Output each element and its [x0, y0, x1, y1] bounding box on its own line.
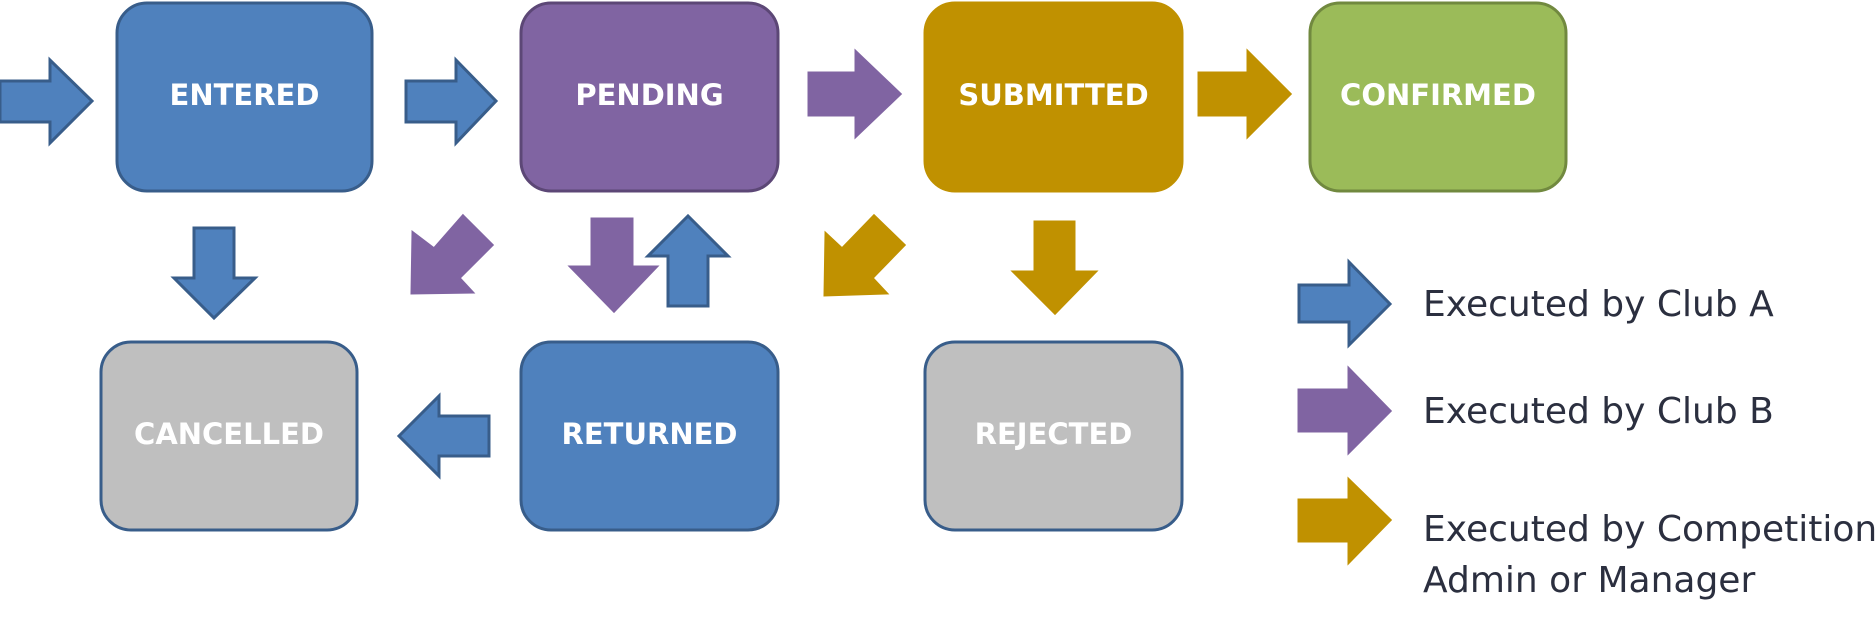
state-rejected-label: REJECTED	[975, 417, 1133, 451]
arrow-pending-to-submitted-icon	[807, 48, 903, 140]
arrow-submitted-to-returned-icon	[823, 213, 907, 297]
arrow-entered-to-cancelled-icon	[170, 226, 259, 321]
state-rejected: REJECTED	[923, 340, 1184, 532]
legend: Executed by Club A Executed by Club B Ex…	[1297, 258, 1875, 601]
state-pending-label: PENDING	[575, 78, 723, 112]
state-returned: RETURNED	[519, 340, 780, 532]
legend-item-club-b: Executed by Club B	[1297, 365, 1774, 456]
state-submitted: SUBMITTED	[923, 1, 1184, 193]
arrow-pending-to-returned-icon	[567, 217, 660, 314]
arrow-into-entered-icon	[0, 56, 95, 147]
legend-label-club-b: Executed by Club B	[1423, 391, 1774, 432]
arrow-submitted-to-confirmed-icon	[1197, 48, 1293, 140]
arrow-returned-to-pending-icon	[644, 213, 732, 308]
right-arrow-icon	[1297, 365, 1393, 456]
arrow-submitted-to-rejected-icon	[1010, 220, 1099, 316]
right-arrow-icon	[1297, 258, 1393, 349]
state-entered-label: ENTERED	[170, 78, 320, 112]
legend-label-club-a: Executed by Club A	[1423, 284, 1774, 325]
state-confirmed-label: CONFIRMED	[1340, 78, 1536, 112]
state-entered: ENTERED	[115, 1, 374, 193]
state-returned-label: RETURNED	[562, 417, 738, 451]
legend-label-admin-line2: Admin or Manager	[1423, 560, 1755, 601]
right-arrow-icon	[1297, 476, 1393, 566]
state-cancelled-label: CANCELLED	[134, 417, 324, 451]
legend-label-admin-line1: Executed by Competition	[1423, 509, 1875, 550]
state-cancelled: CANCELLED	[99, 340, 359, 532]
arrow-pending-to-cancelled-icon	[410, 213, 495, 295]
arrow-returned-to-cancelled-icon	[396, 392, 491, 480]
legend-item-club-a: Executed by Club A	[1297, 258, 1774, 349]
state-pending: PENDING	[519, 1, 780, 193]
state-confirmed: CONFIRMED	[1308, 1, 1568, 193]
arrow-entered-to-pending-icon	[404, 56, 499, 147]
state-submitted-label: SUBMITTED	[958, 78, 1148, 112]
legend-item-admin: Executed by Competition Admin or Manager	[1297, 476, 1875, 601]
